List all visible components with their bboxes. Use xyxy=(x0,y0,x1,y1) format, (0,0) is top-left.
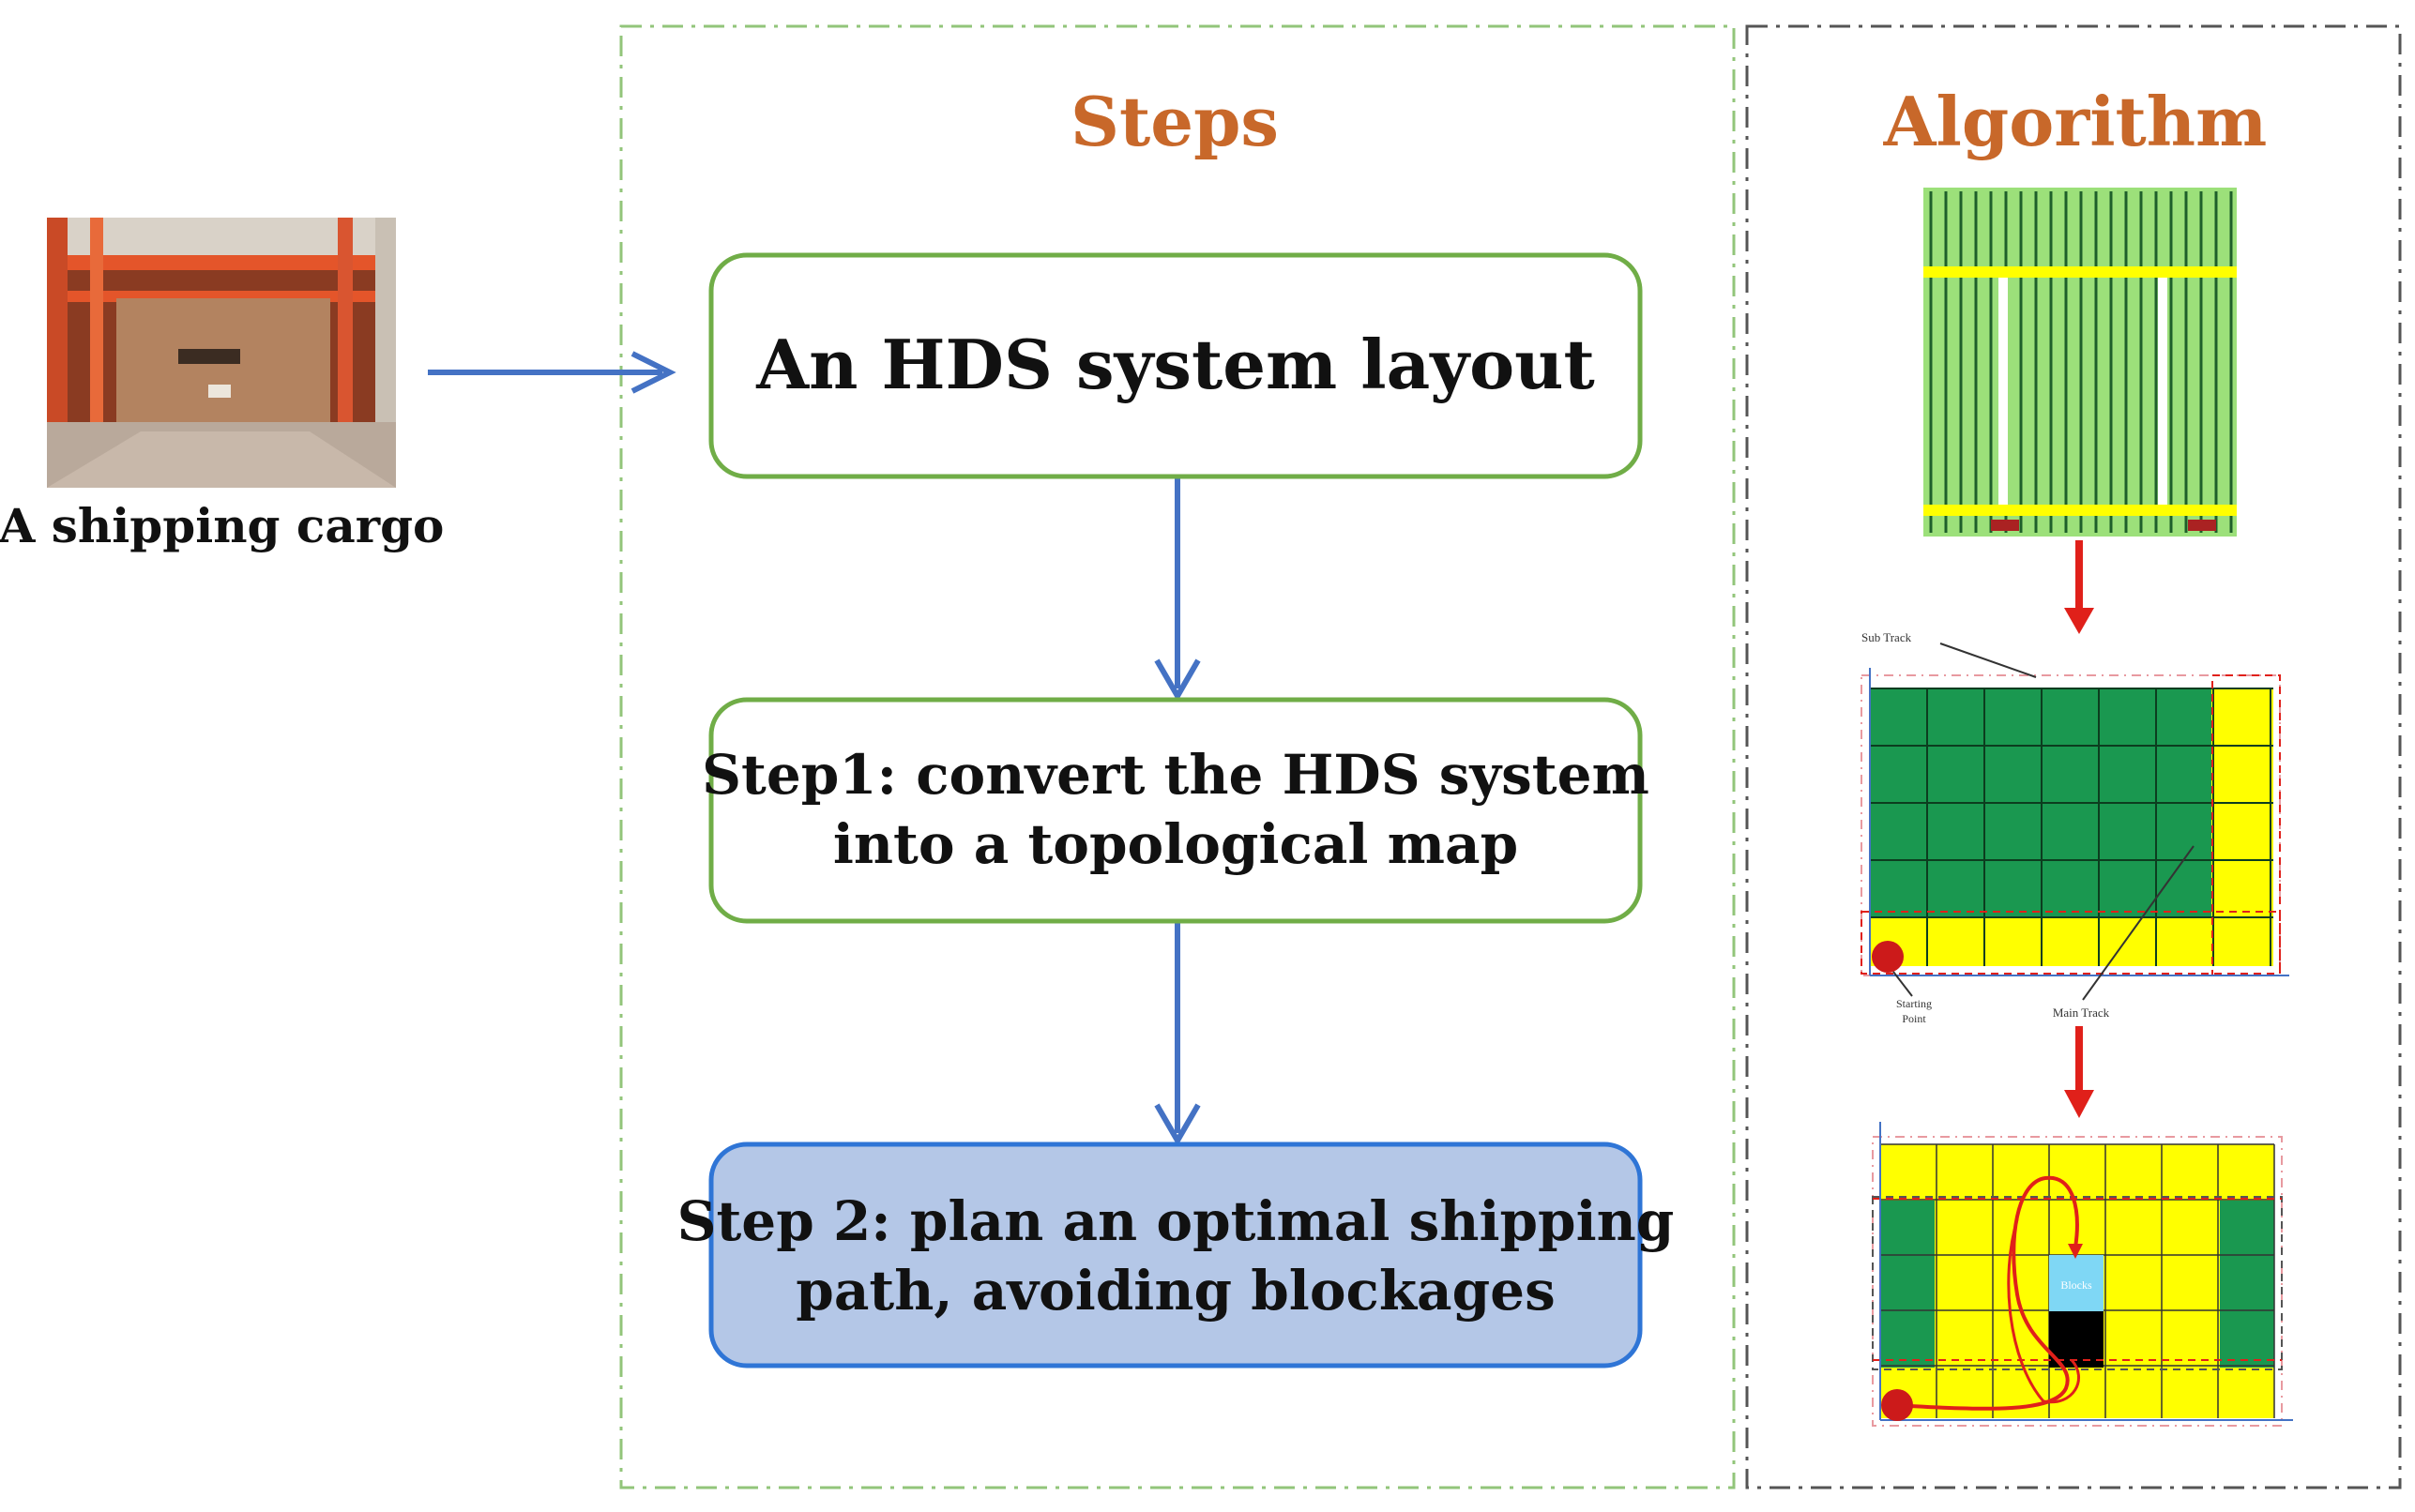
path-start-marker xyxy=(1881,1389,1913,1421)
layout-box: An HDS system layout xyxy=(708,252,1643,479)
step-arrow-2 xyxy=(1154,921,1201,1146)
hds-layout-map xyxy=(1923,188,2237,537)
step1-label-line1: Step1: convert the HDS system xyxy=(702,743,1649,807)
algo-arrow-1 xyxy=(2064,540,2094,634)
starting-point-marker xyxy=(1872,941,1904,973)
algorithm-title: Algorithm xyxy=(1883,82,2268,161)
step1-box: Step1: convert the HDS system into a top… xyxy=(702,697,1649,924)
main-track-label: Main Track xyxy=(2053,1005,2110,1020)
sub-track-label: Sub Track xyxy=(1861,630,1912,644)
cargo-photo xyxy=(47,218,396,488)
path-planning-map: Blocks xyxy=(1872,1122,2293,1427)
step2-box: Step 2: plan an optimal shipping path, a… xyxy=(677,1142,1675,1368)
topological-map: Sub Track Starting Point Main Track xyxy=(1861,630,2289,1025)
cargo-caption: A shipping cargo xyxy=(0,498,444,553)
layout-box-label: An HDS system layout xyxy=(755,325,1595,404)
starting-point-label-2: Point xyxy=(1902,1012,1926,1025)
target-cargo-cell xyxy=(2049,1255,2104,1311)
algorithm-panel-border xyxy=(1745,24,2402,1489)
step2-label-line1: Step 2: plan an optimal shipping xyxy=(677,1189,1675,1253)
blockage-cell xyxy=(2049,1311,2104,1368)
step-arrow-1 xyxy=(1154,476,1201,702)
steps-title: Steps xyxy=(1071,82,1279,161)
starting-point-label-1: Starting xyxy=(1896,997,1932,1010)
algo-arrow-2 xyxy=(2064,1026,2094,1118)
blocks-label: Blocks xyxy=(2060,1278,2092,1292)
planned-path xyxy=(1894,1175,2079,1411)
step2-label-line2: path, avoiding blockages xyxy=(796,1259,1555,1323)
step1-label-line2: into a topological map xyxy=(833,812,1518,876)
input-arrow xyxy=(428,351,676,394)
steps-panel-border xyxy=(619,24,1736,1489)
